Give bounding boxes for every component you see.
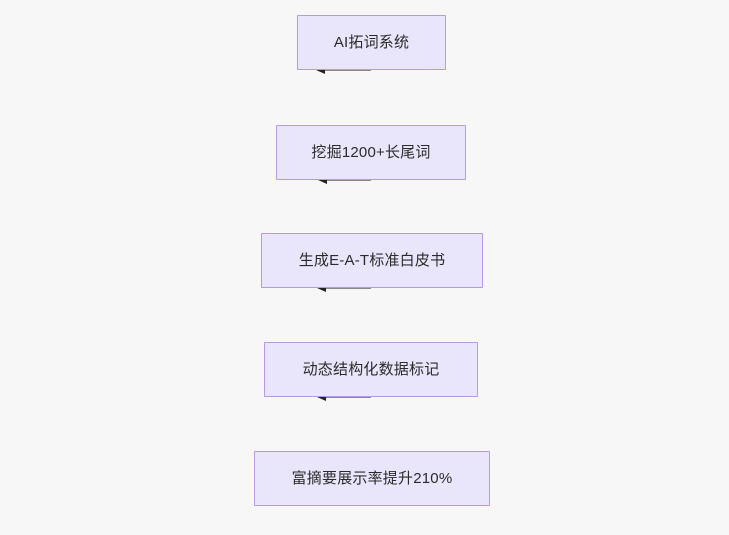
flow-node-ai-keyword-system[interactable]: AI拓词系统 xyxy=(297,15,446,70)
flow-node-label: 富摘要展示率提升210% xyxy=(291,470,453,487)
flow-node-label: 生成E-A-T标准白皮书 xyxy=(298,252,446,269)
flow-node-rich-snippet-impression-lift[interactable]: 富摘要展示率提升210% xyxy=(254,451,490,506)
flow-node-label: AI拓词系统 xyxy=(333,34,410,51)
flow-node-label: 挖掘1200+长尾词 xyxy=(311,144,431,161)
flow-node-generate-eat-whitepaper[interactable]: 生成E-A-T标准白皮书 xyxy=(261,233,483,288)
flow-node-label: 动态结构化数据标记 xyxy=(302,361,440,378)
flow-node-mine-longtail-keywords[interactable]: 挖掘1200+长尾词 xyxy=(276,125,466,180)
flow-node-dynamic-structured-data-markup[interactable]: 动态结构化数据标记 xyxy=(264,342,478,397)
